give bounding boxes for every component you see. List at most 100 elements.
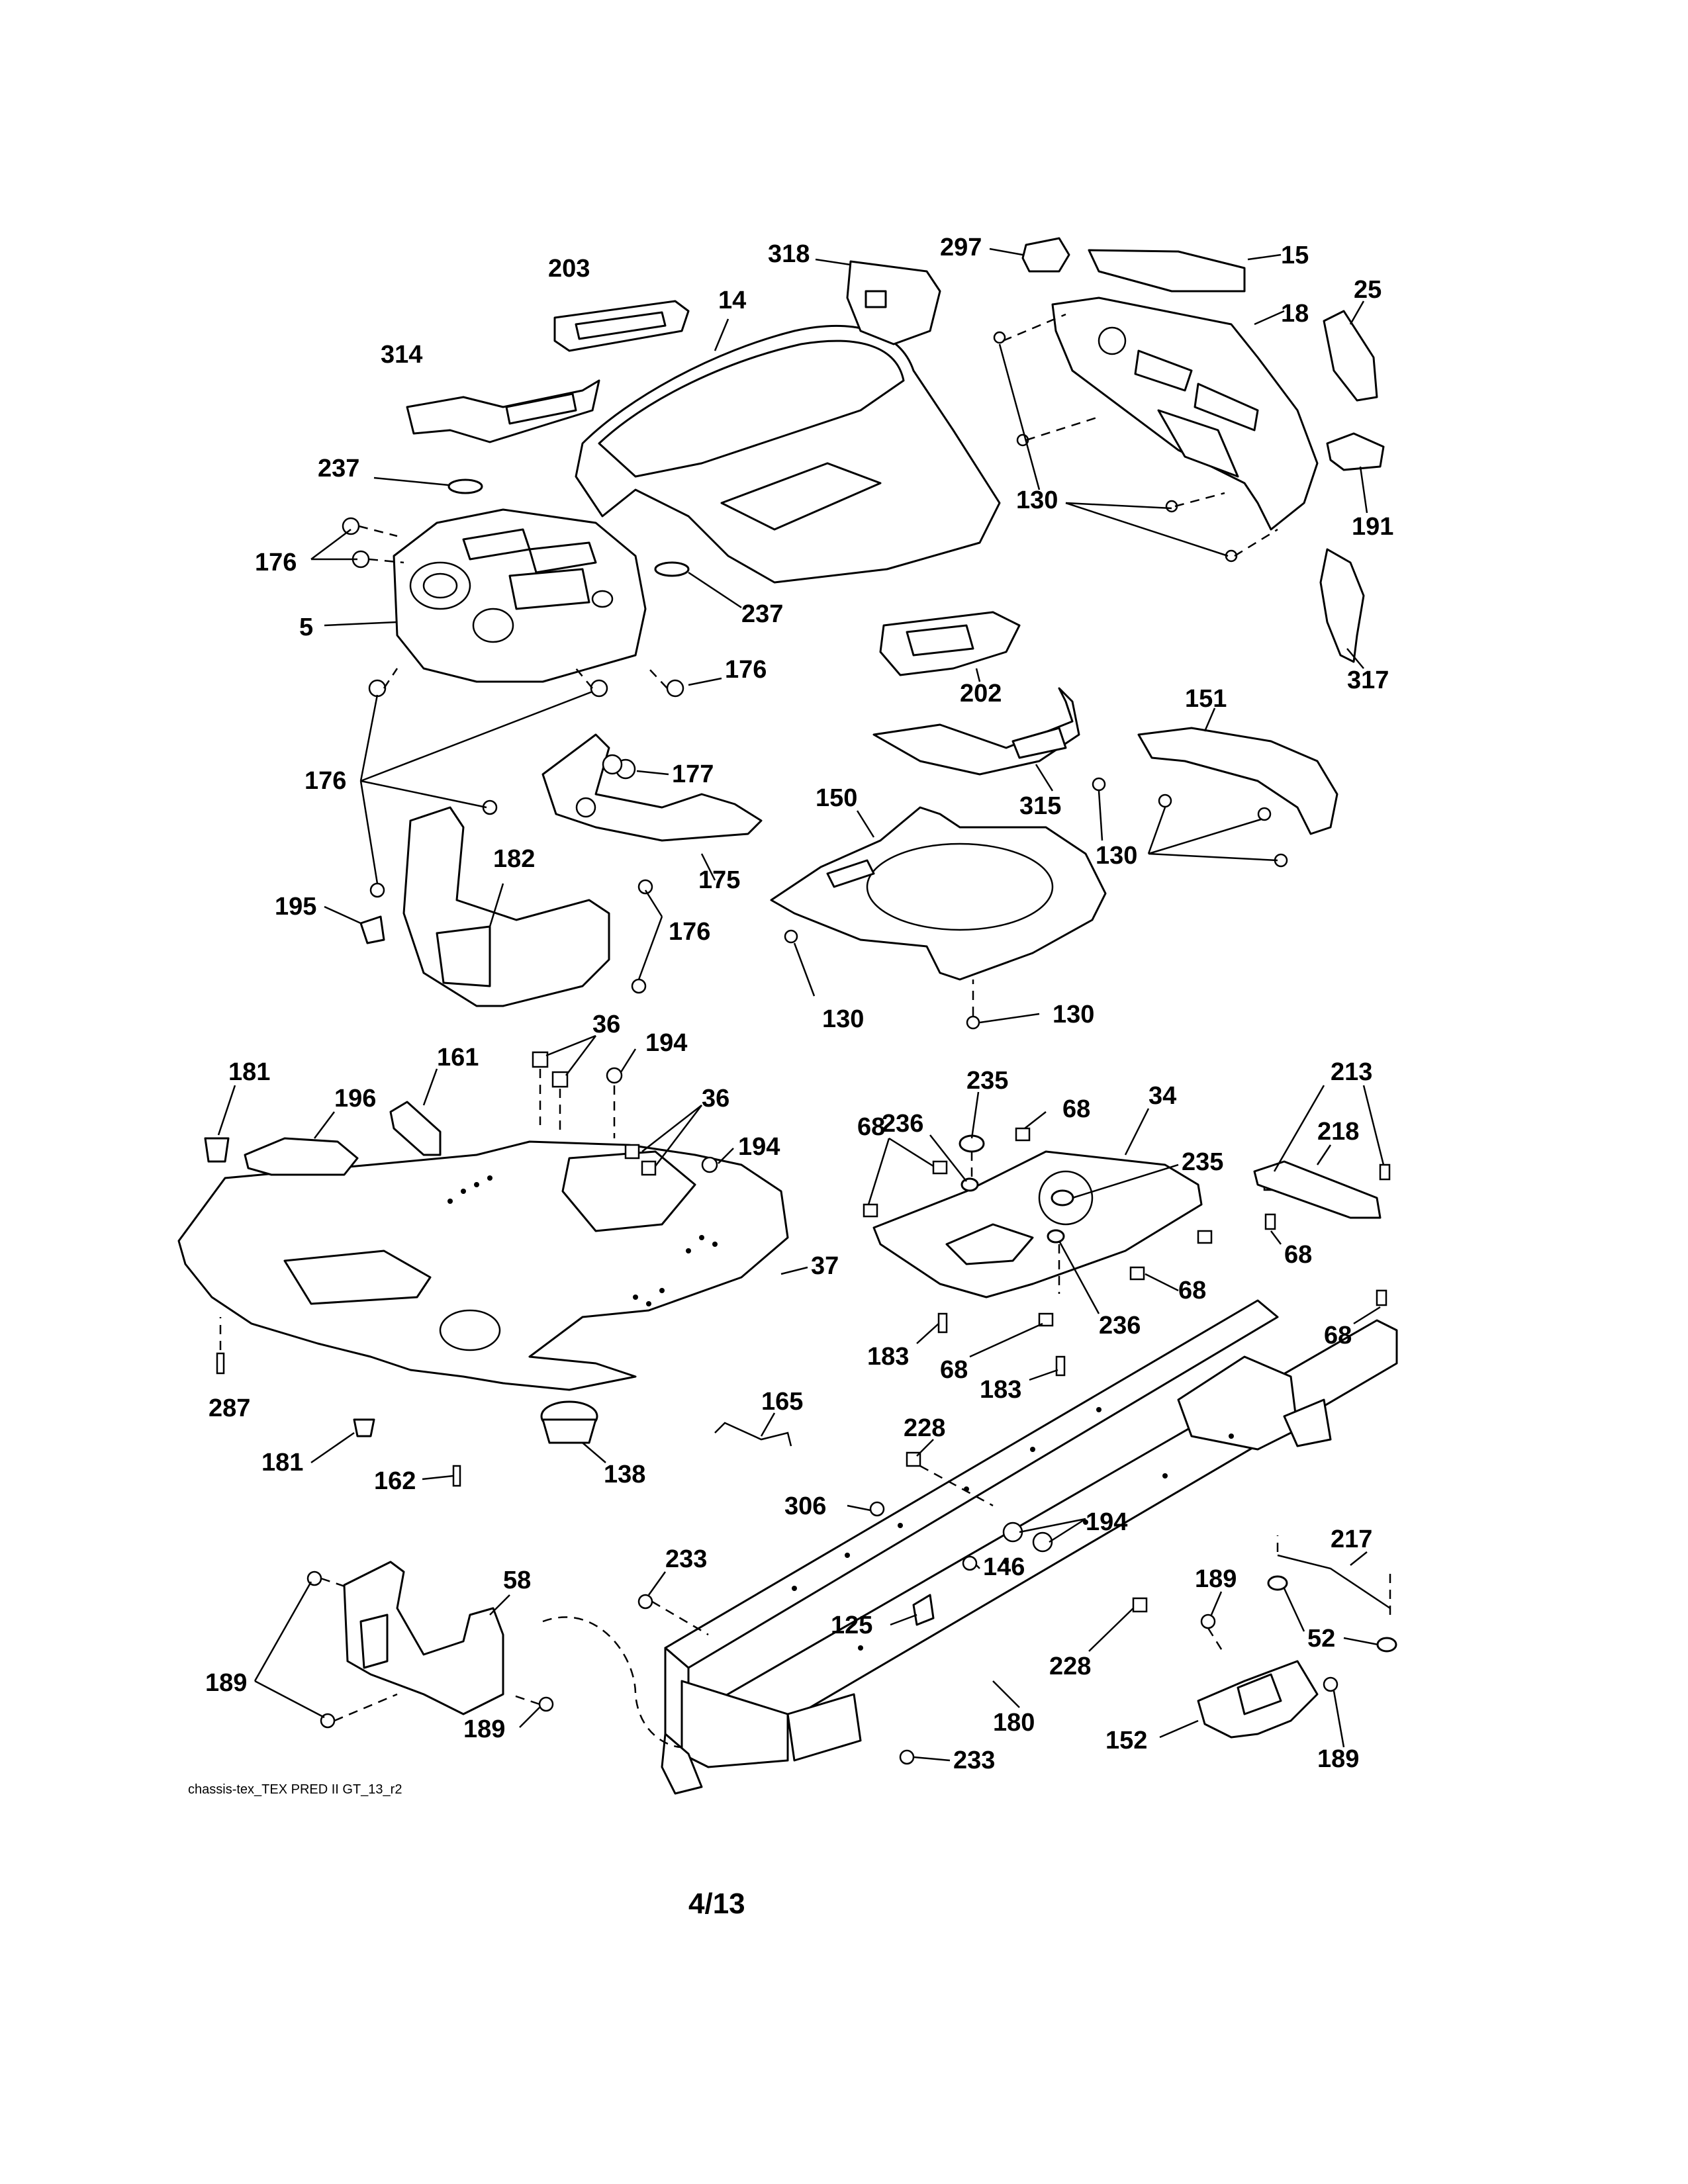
callout-37: 37 <box>811 1252 839 1280</box>
callout-68-e: 68 <box>1324 1322 1352 1349</box>
diagram-caption: chassis-tex_TEX PRED II GT_13_r2 <box>188 1782 402 1797</box>
callout-15: 15 <box>1281 242 1309 269</box>
part-5-dash-console <box>324 508 647 683</box>
callout-237-a: 237 <box>318 455 359 482</box>
part-237-plugs <box>373 477 742 609</box>
part-181-grommets <box>204 1085 375 1464</box>
callout-228-a: 228 <box>904 1414 945 1442</box>
part-182-front-housing <box>402 806 610 1007</box>
callout-150: 150 <box>816 784 857 812</box>
part-203-dash-insert <box>553 300 690 352</box>
callout-labels: 203 318 297 15 14 18 25 314 237 176 5 23… <box>205 234 1393 1774</box>
callout-196: 196 <box>334 1085 376 1113</box>
callout-191: 191 <box>1352 513 1393 541</box>
callout-217: 217 <box>1331 1525 1372 1553</box>
screws-130-dash <box>993 313 1278 563</box>
callout-176-b: 176 <box>725 656 767 684</box>
callout-125: 125 <box>831 1612 872 1639</box>
callout-181-a: 181 <box>228 1058 270 1086</box>
callout-318: 318 <box>768 240 810 268</box>
callout-146: 146 <box>983 1553 1025 1581</box>
callout-138: 138 <box>604 1461 645 1488</box>
callout-18: 18 <box>1281 300 1309 328</box>
callout-306: 306 <box>784 1492 826 1520</box>
callout-175: 175 <box>698 866 740 894</box>
callout-194-b: 194 <box>738 1133 780 1161</box>
part-15-lens <box>1088 249 1282 293</box>
callout-68-f: 68 <box>940 1356 968 1384</box>
callout-194-c: 194 <box>1086 1508 1127 1536</box>
callout-161: 161 <box>437 1044 479 1071</box>
part-314-side-strip <box>406 379 600 443</box>
part-58-bracket <box>343 1561 510 1715</box>
callout-235-a: 235 <box>966 1067 1008 1095</box>
callout-68-b: 68 <box>857 1113 885 1141</box>
part-297-knob <box>989 237 1070 273</box>
callout-183-b: 183 <box>980 1376 1021 1404</box>
callout-165: 165 <box>761 1388 803 1416</box>
callout-36-a: 36 <box>592 1011 620 1038</box>
callout-194-a: 194 <box>645 1029 687 1057</box>
callout-14: 14 <box>718 287 746 314</box>
callout-233-a: 233 <box>665 1545 707 1573</box>
callout-189-a: 189 <box>1195 1565 1237 1593</box>
callout-189-d: 189 <box>1317 1745 1359 1773</box>
part-25-cover <box>1323 300 1378 402</box>
part-233-screws <box>637 1571 951 1765</box>
part-189-screws <box>254 1570 1345 1748</box>
part-235-236-spacers <box>929 1091 1179 1314</box>
part-287-162-bolts <box>216 1317 461 1487</box>
callout-130-b: 130 <box>1096 842 1137 870</box>
callout-180: 180 <box>993 1709 1035 1737</box>
callout-314: 314 <box>381 341 422 369</box>
callout-236-a: 236 <box>882 1110 923 1138</box>
part-218-bracket <box>1253 1085 1385 1219</box>
callout-177: 177 <box>672 760 714 788</box>
callout-235-b: 235 <box>1182 1148 1223 1176</box>
part-217-rod <box>1267 1535 1397 1653</box>
frame-hardware <box>847 1439 1148 1652</box>
callout-152: 152 <box>1105 1727 1147 1754</box>
dashed-routing-line <box>542 1616 682 1749</box>
callout-189-b: 189 <box>205 1669 247 1697</box>
part-34-seat-plate <box>872 1108 1203 1298</box>
callout-236-b: 236 <box>1099 1312 1141 1340</box>
part-68-bolts <box>863 1111 1391 1358</box>
page-number: 4/13 <box>688 1888 745 1920</box>
part-138-boot <box>540 1400 606 1463</box>
callout-52: 52 <box>1307 1625 1335 1653</box>
callout-130-a: 130 <box>1016 486 1058 514</box>
callout-68-d: 68 <box>1178 1277 1206 1304</box>
part-202-dash-insert <box>879 611 1021 682</box>
callout-233-b: 233 <box>953 1747 995 1774</box>
callout-218: 218 <box>1317 1118 1359 1146</box>
part-150-seat-pan <box>770 806 1107 981</box>
callout-195: 195 <box>275 893 316 921</box>
part-161-pedal <box>389 1068 442 1156</box>
callout-315: 315 <box>1019 792 1061 820</box>
callout-176-c: 176 <box>305 767 346 795</box>
callout-130-c: 130 <box>822 1005 864 1033</box>
callout-25: 25 <box>1354 276 1382 304</box>
part-165-rod <box>714 1412 792 1447</box>
part-177-clip <box>615 758 669 780</box>
callout-237-b: 237 <box>741 600 783 628</box>
screws-130-seat <box>784 777 1288 1030</box>
callout-130-d: 130 <box>1053 1001 1094 1028</box>
callout-151: 151 <box>1185 685 1227 713</box>
part-151-seat-bracket <box>1137 707 1338 835</box>
part-183-bolts <box>916 1312 1066 1381</box>
vent-holes <box>447 1175 718 1306</box>
part-176-rivets <box>310 517 722 994</box>
callout-183-a: 183 <box>867 1343 909 1371</box>
callout-162: 162 <box>374 1467 416 1495</box>
callout-34: 34 <box>1149 1082 1176 1110</box>
part-318-bracket <box>815 258 941 345</box>
callout-181-b: 181 <box>261 1449 303 1477</box>
callout-68-c: 68 <box>1284 1241 1312 1269</box>
callout-317: 317 <box>1347 666 1389 694</box>
callout-176-a: 176 <box>255 549 297 576</box>
part-18-dash-panel <box>1051 296 1319 531</box>
part-195-clip <box>324 905 385 944</box>
